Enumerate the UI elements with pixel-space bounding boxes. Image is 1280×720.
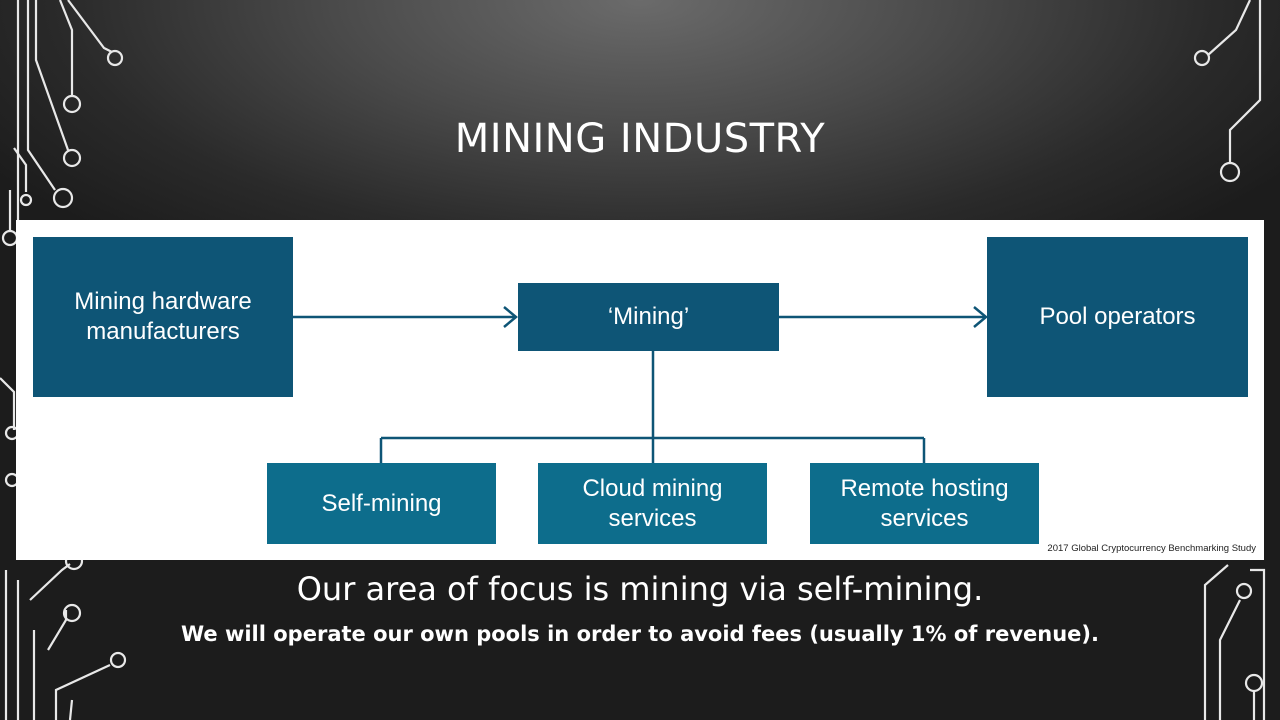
node-mining-label: ‘Mining’ — [607, 303, 690, 330]
node-hardware-manufacturers: Mining hardware manufacturers — [33, 237, 293, 397]
arrow-head-pool — [973, 306, 988, 328]
slide-title: MINING INDUSTRY — [454, 116, 826, 162]
diagram-connectors — [293, 306, 988, 463]
detail-statement: We will operate our own pools in order t… — [180, 622, 1099, 646]
node-hardware-label: Mining hardware manufacturers — [74, 288, 252, 345]
node-remote-label: Remote hosting services — [840, 474, 1009, 532]
node-pool-label: Pool operators — [1039, 303, 1196, 330]
node-self-mining: Self-mining — [267, 463, 496, 544]
node-pool-operators: Pool operators — [987, 237, 1248, 397]
focus-statement: Our area of focus is mining via self-min… — [296, 570, 984, 608]
arrow-head-mining — [503, 306, 518, 328]
diagram-panel: Mining hardware manufacturers ‘Mining’ P… — [16, 220, 1264, 560]
node-self-label: Self-mining — [321, 489, 442, 517]
node-cloud-mining: Cloud mining services — [538, 463, 767, 544]
node-remote-hosting: Remote hosting services — [810, 463, 1039, 544]
node-cloud-label: Cloud mining services — [582, 474, 723, 532]
source-caption: 2017 Global Cryptocurrency Benchmarking … — [1047, 543, 1256, 554]
node-mining: ‘Mining’ — [518, 283, 779, 351]
